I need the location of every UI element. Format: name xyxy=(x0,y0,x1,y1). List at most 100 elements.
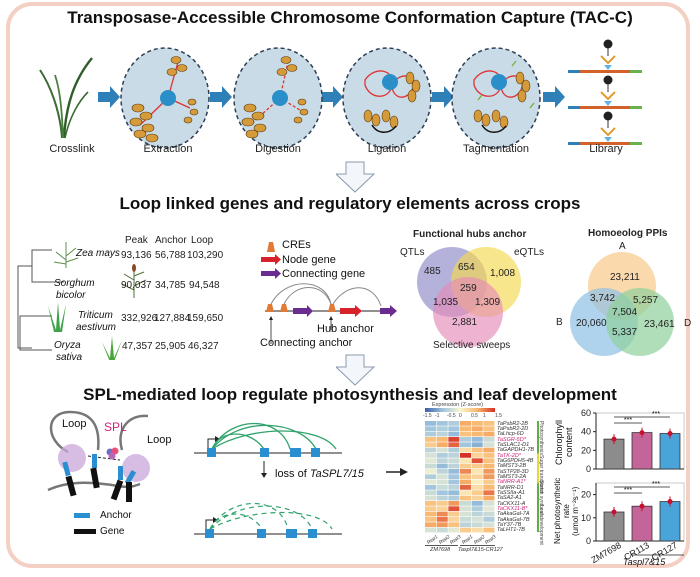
heatmap-cell xyxy=(448,495,460,501)
table-cell-anchor: 127,884 xyxy=(154,313,191,324)
heatmap-cell xyxy=(460,437,472,442)
label-connecting-anchor: Connecting anchor xyxy=(260,337,353,349)
photosynthesis-sig-label: *** xyxy=(624,487,632,494)
chlorophyll-tick-label: 0 xyxy=(586,464,591,474)
heatmap-cell xyxy=(460,506,472,512)
nucleus-tagmentation-icon xyxy=(451,47,541,149)
heatmap-cell xyxy=(425,463,437,469)
chlorophyll-tick-label: 40 xyxy=(581,427,591,437)
photosynthesis-data-point xyxy=(611,509,617,515)
heatmap-cell xyxy=(483,501,495,506)
category-leaf-development: Leaf development xyxy=(538,505,544,545)
colorbar-tick: 0.5 xyxy=(471,413,478,419)
heatmap-cell xyxy=(425,431,437,437)
heatmap-cell xyxy=(448,437,460,442)
heatmap-cell xyxy=(436,463,448,469)
table-cell-peak: 47,357 xyxy=(122,341,153,352)
ylabel-photosynthetic-rate: Net photosynthetic rate (umol m⁻²s⁻¹) xyxy=(553,476,580,546)
heatmap-cell xyxy=(483,479,495,485)
heatmap-cell xyxy=(436,447,448,453)
heatmap-cell xyxy=(460,495,472,501)
heatmap-cell xyxy=(436,479,448,485)
venn-label-sweeps: Selective sweeps xyxy=(433,340,511,351)
species-zea-mays: Zea mays xyxy=(76,248,120,259)
ylabel-chlorophyll: Chlorophyll content xyxy=(554,419,574,465)
heatmap-gene-label: TaSA2-A1 xyxy=(497,495,522,502)
heatmap-cell xyxy=(436,431,448,437)
table-cell-peak: 90,037 xyxy=(121,280,152,291)
heatmap-cell xyxy=(436,511,448,517)
heatmap-cell xyxy=(425,517,437,522)
heatmap-cell xyxy=(471,463,483,469)
spl-label: SPL xyxy=(104,420,127,434)
crosslink-plant-icon xyxy=(39,57,93,139)
arrow-icon xyxy=(321,86,343,108)
heatmap-cell xyxy=(483,442,495,448)
anchor-legend-label: Anchor xyxy=(100,510,132,521)
heatmap-cell xyxy=(460,421,472,426)
gene-block xyxy=(65,475,77,497)
heatmap-cell xyxy=(471,442,483,448)
heatmap-cell xyxy=(483,517,495,522)
loss-label-gene: TaSPL7/15 xyxy=(309,468,364,480)
heatmap-gene-label: TaSLAC1-D1 xyxy=(497,441,530,448)
workflow-arrows xyxy=(98,86,565,108)
heatmap-gene-label: TaCKX11-A xyxy=(497,500,526,507)
heatmap-cell xyxy=(448,517,460,522)
chlorophyll-data-point xyxy=(639,430,645,436)
section1-title: Transposase-Accessible Chromosome Confor… xyxy=(67,8,633,27)
oryza-plant-icon xyxy=(102,336,122,360)
nucleus-ligation-icon xyxy=(342,47,432,149)
heatmap-cell xyxy=(425,469,437,474)
heatmap-cell xyxy=(483,447,495,453)
anchor-legend-swatch xyxy=(74,513,90,518)
heatmap-cell xyxy=(483,421,495,426)
heatmap-cell xyxy=(460,458,472,464)
heatmap-cell xyxy=(483,522,495,528)
species-oryza-line2: sativa xyxy=(56,352,83,363)
group-line xyxy=(425,545,458,546)
venn-value-b-only: 20,060 xyxy=(576,318,607,329)
colorbar-title: Expression (Z-score) xyxy=(432,402,484,408)
colorbar-tick: 1 xyxy=(483,413,486,419)
heatmap-cell xyxy=(425,447,437,453)
colorbar xyxy=(425,408,495,412)
heatmap-cell xyxy=(436,442,448,448)
species-triticum: Triticum xyxy=(78,310,113,321)
heatmap-cell xyxy=(483,506,495,512)
photosynthesis-data-point xyxy=(667,499,673,505)
heatmap-cell xyxy=(483,490,495,496)
sorghum-plant-icon xyxy=(121,264,147,298)
arrow-icon xyxy=(98,86,120,108)
heatmap-cell xyxy=(460,431,472,437)
heatmap-cell xyxy=(460,527,472,533)
photosynthesis-sig-label: *** xyxy=(652,481,660,488)
gene-block xyxy=(126,482,132,502)
venn-value-qtl-only: 485 xyxy=(424,266,441,277)
section2-title: Loop linked genes and regulatory element… xyxy=(119,194,581,213)
loss-label-prefix: loss of xyxy=(275,468,310,480)
heatmap-cell xyxy=(436,469,448,474)
table-cell-anchor: 25,905 xyxy=(155,341,186,352)
venn-hubs-title: Functional hubs anchor xyxy=(413,229,527,240)
heatmap-cell xyxy=(436,522,448,528)
heatmap-cell xyxy=(425,421,437,426)
table-cell-loop: 159,650 xyxy=(187,313,224,324)
heatmap-cell xyxy=(425,527,437,533)
anchor-block xyxy=(92,454,97,468)
heatmap-gene-label: TaMST3-2A xyxy=(497,473,527,480)
loss-label: loss of TaSPL7/15 xyxy=(275,468,364,480)
venn-ppi-title: Homoeolog PPIs xyxy=(588,228,668,239)
chlorophyll-data-point xyxy=(667,431,673,437)
heatmap-cell xyxy=(471,501,483,506)
heatmap-cell xyxy=(448,485,460,490)
heatmap-cell xyxy=(425,511,437,517)
heatmap-gene-label: TaSTP28-3D xyxy=(497,468,529,475)
heatmap-cell xyxy=(471,421,483,426)
heatmap-cell xyxy=(436,421,448,426)
heatmap-cell xyxy=(425,474,437,480)
heatmap-cell xyxy=(460,501,472,506)
section3-title: SPL-mediated loop regulate photosynthesi… xyxy=(83,385,617,404)
venn-label-a: A xyxy=(619,241,626,252)
